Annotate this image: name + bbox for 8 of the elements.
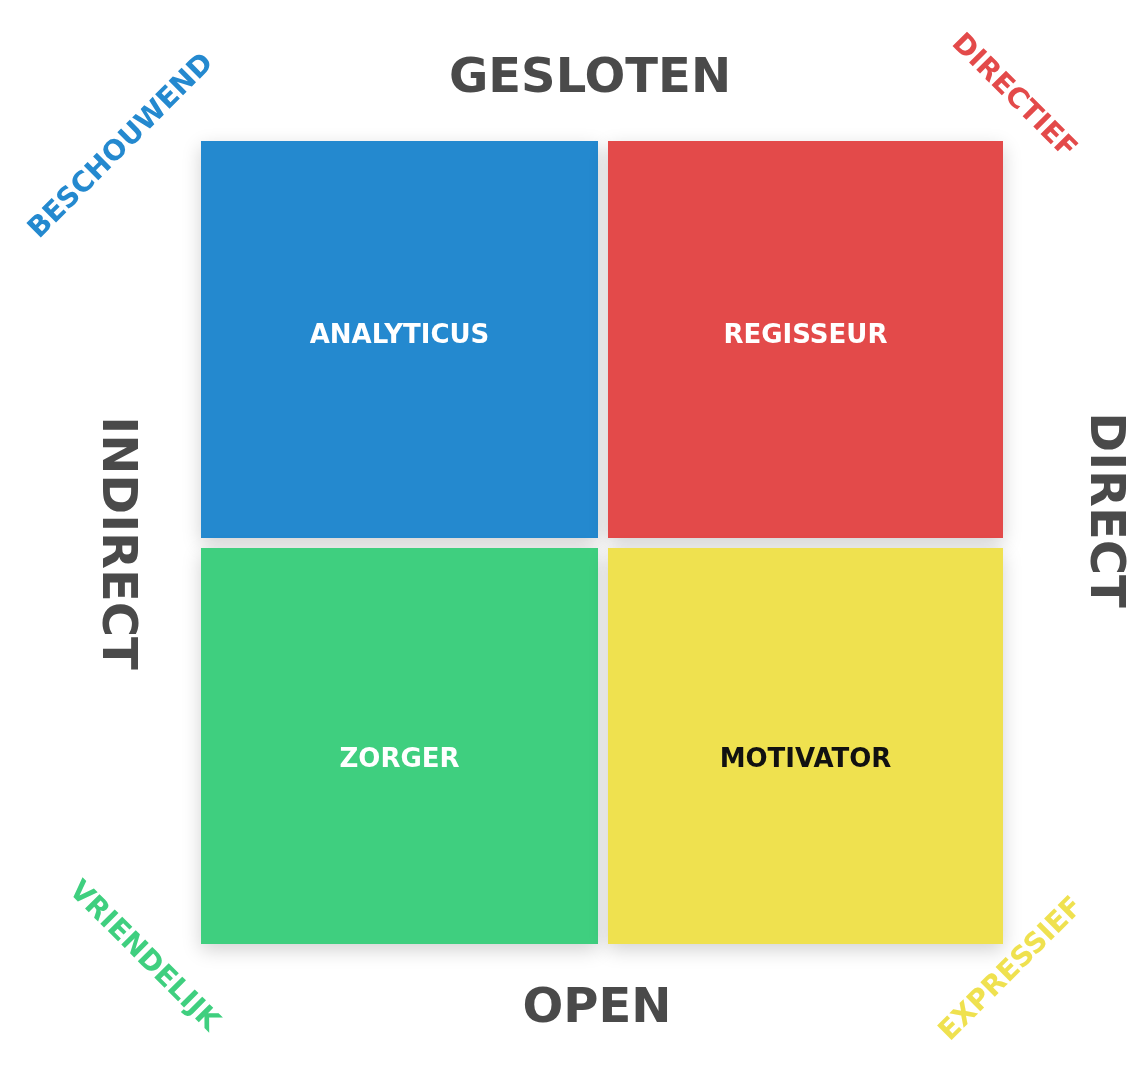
quadrant-label: ANALYTICUS bbox=[309, 318, 490, 349]
quadrant-label: ZORGER bbox=[339, 743, 460, 773]
quadrant-label: REGISSEUR bbox=[723, 318, 888, 349]
axis-label: DIRECT bbox=[1080, 412, 1134, 608]
quadrant-label: MOTIVATOR bbox=[719, 743, 892, 773]
axis-label: INDIRECT bbox=[92, 416, 148, 670]
axis-label: GESLOTEN bbox=[448, 47, 732, 103]
axis-label: OPEN bbox=[522, 977, 672, 1033]
